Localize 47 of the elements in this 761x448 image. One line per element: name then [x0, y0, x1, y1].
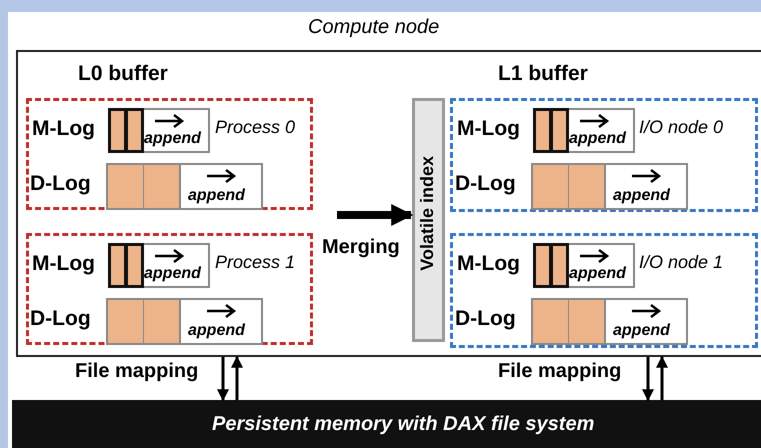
- dashed-group-box: [26, 98, 313, 210]
- append-label: append: [613, 322, 670, 340]
- append-label: append: [144, 265, 201, 283]
- log-bar: [533, 243, 635, 288]
- log-name: M-Log: [32, 252, 95, 276]
- log-name: D-Log: [30, 307, 91, 331]
- section-heading: L0 buffer: [78, 62, 168, 86]
- dashed-group-box: [450, 98, 758, 212]
- arrow: [231, 356, 243, 400]
- dashed-group-box: [26, 233, 313, 345]
- group-label: I/O node 0: [639, 117, 724, 138]
- log-name: M-Log: [32, 117, 95, 141]
- log-bar: [531, 298, 688, 345]
- log-bar: [108, 108, 210, 153]
- append-label: append: [188, 322, 245, 340]
- log-bar: [106, 298, 263, 345]
- arrow: [642, 357, 654, 402]
- log-bar: [533, 108, 635, 153]
- index-label: Volatile index: [417, 156, 438, 271]
- group-label: Process 0: [215, 117, 296, 138]
- log-bar: [106, 163, 263, 210]
- edge-label: Merging: [322, 236, 400, 259]
- arrow: [656, 356, 668, 400]
- log-name: M-Log: [457, 252, 520, 276]
- edge-label: File mapping: [75, 360, 198, 383]
- arrow: [217, 357, 229, 402]
- append-label: append: [188, 187, 245, 205]
- append-label: append: [569, 130, 626, 148]
- index-bar: [412, 98, 445, 342]
- log-name: D-Log: [455, 307, 516, 331]
- log-bar: [108, 243, 210, 288]
- memory-label: Persistent memory with DAX file system: [212, 413, 594, 436]
- edge-label: File mapping: [498, 360, 622, 383]
- log-name: M-Log: [457, 117, 520, 141]
- log-bar: [531, 163, 688, 210]
- memory-bar: [12, 400, 761, 448]
- append-label: append: [613, 187, 670, 205]
- node-title: Compute node: [308, 16, 440, 39]
- append-label: append: [144, 130, 201, 148]
- log-name: D-Log: [30, 172, 91, 196]
- section-heading: L1 buffer: [498, 62, 588, 86]
- group-label: Process 1: [215, 252, 296, 273]
- dashed-group-box: [450, 233, 758, 348]
- append-label: append: [569, 265, 626, 283]
- log-name: D-Log: [455, 172, 516, 196]
- group-label: I/O node 1: [639, 252, 724, 273]
- arrow: [337, 204, 414, 226]
